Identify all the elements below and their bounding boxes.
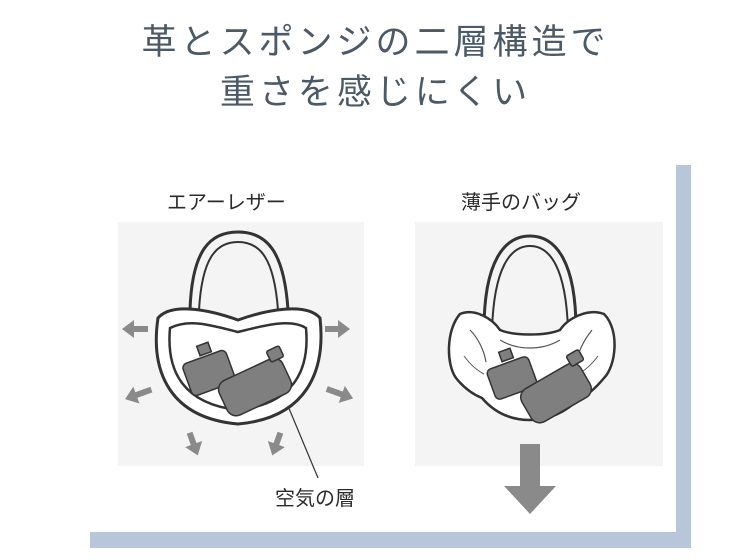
- air-leather-bag-icon: [154, 230, 323, 426]
- arrow-down-icon: [504, 444, 556, 514]
- arrow-down-left-bottom-icon: [185, 431, 203, 456]
- arrow-right-icon: [325, 320, 350, 338]
- arrow-down-right-icon: [325, 385, 354, 403]
- thin-bag-label: 薄手のバッグ: [461, 190, 581, 214]
- outward-pressure-arrows: [122, 320, 354, 456]
- air-layer-pointer: [287, 405, 319, 479]
- title-line-1: 革とスポンジの二層構造で: [141, 23, 610, 63]
- arrow-left-icon: [122, 320, 148, 338]
- title-line-2: 重さを感じにくい: [219, 73, 532, 113]
- air-leather-label: エアーレザー: [167, 190, 286, 214]
- thin-bag-icon: [447, 234, 616, 424]
- page-title: 革とスポンジの二層構造で 重さを感じにくい: [0, 18, 751, 118]
- arrow-down-left-icon: [125, 386, 153, 404]
- air-layer-label: 空気の層: [275, 486, 355, 510]
- arrow-down-right-bottom-icon: [267, 431, 285, 456]
